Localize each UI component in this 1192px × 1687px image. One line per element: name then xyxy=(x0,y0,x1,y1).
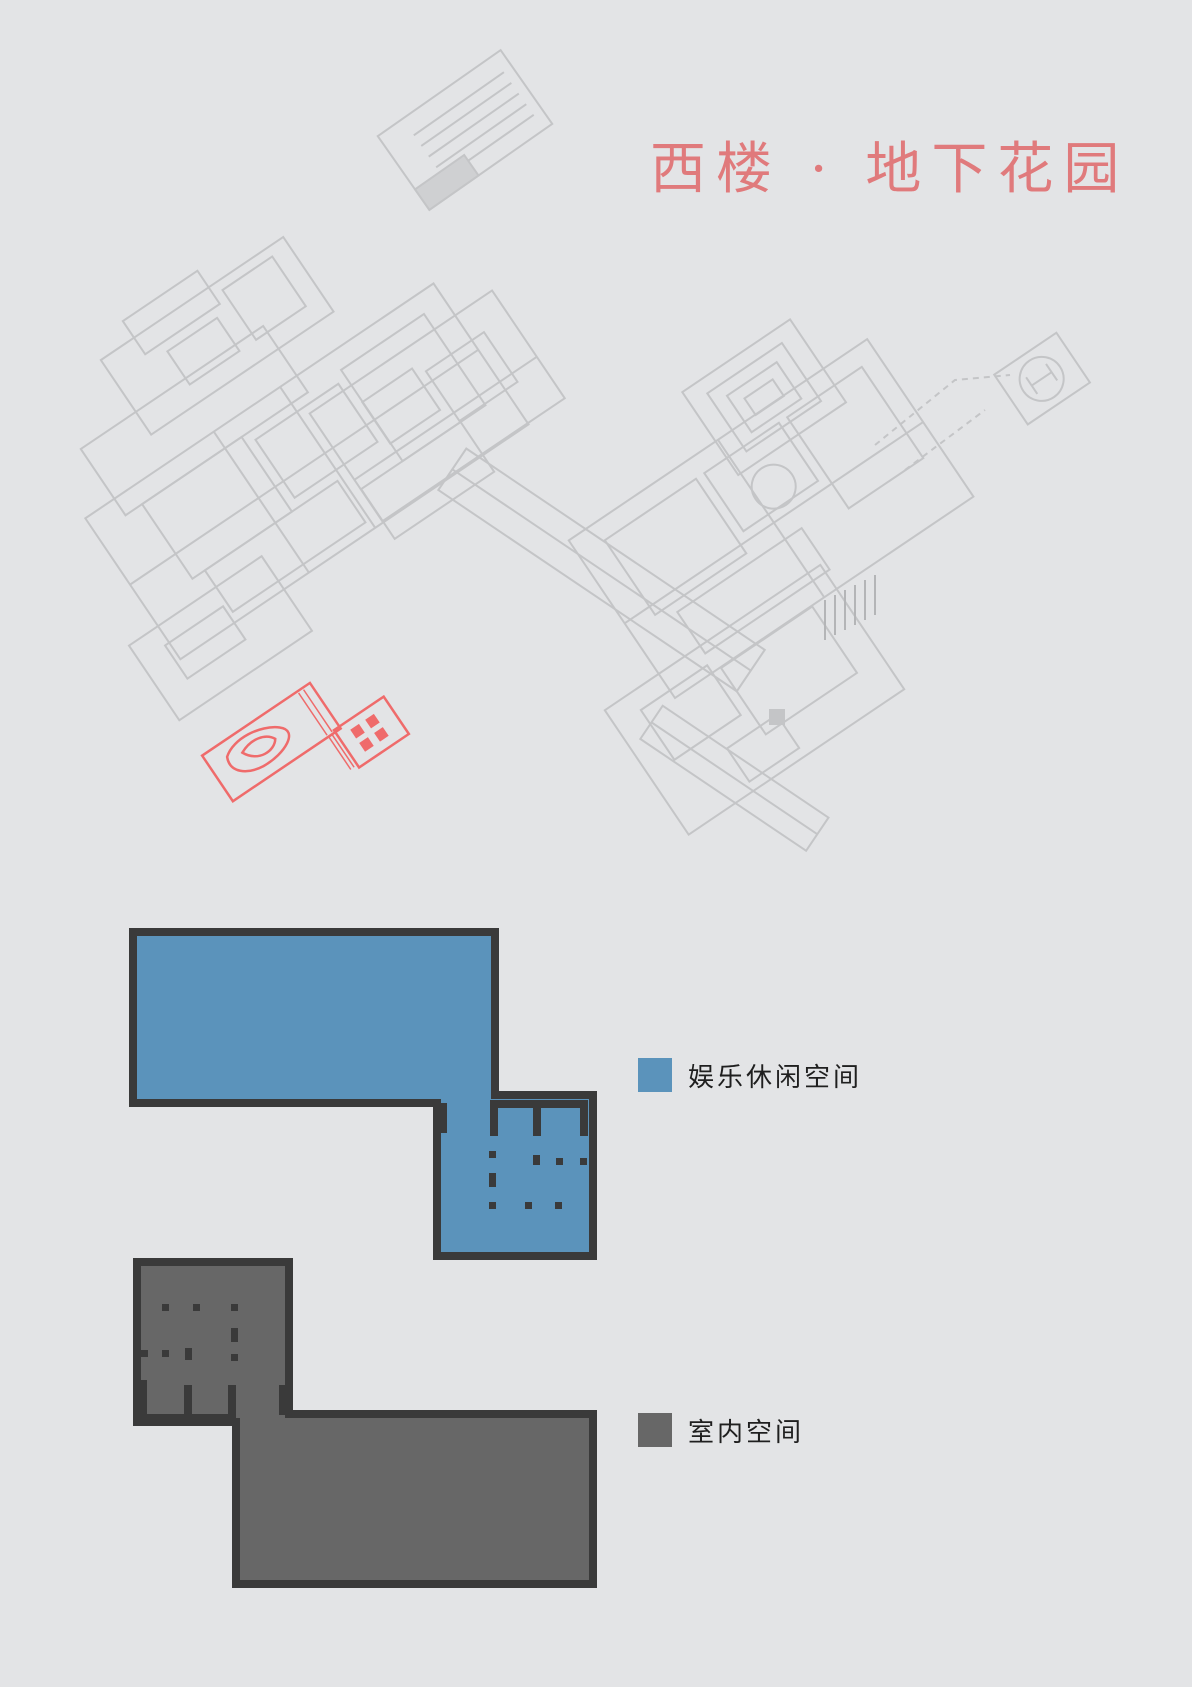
legend-item-indoor: 室内空间 xyxy=(638,1412,804,1448)
page-title: 西楼 · 地下花园 xyxy=(650,137,1130,202)
site-plan-linework xyxy=(79,48,1092,853)
space-type-block-plan xyxy=(129,928,597,1588)
legend-item-leisure: 娱乐休闲空间 xyxy=(638,1057,862,1093)
legend-label-indoor: 室内空间 xyxy=(688,1417,805,1448)
indoor-space-block xyxy=(133,1258,597,1588)
underground-garden-highlight xyxy=(200,681,411,803)
leisure-space-block xyxy=(129,928,597,1260)
blue-square-swatch xyxy=(638,1058,672,1092)
gray-square-swatch xyxy=(638,1413,672,1447)
legend-label-leisure: 娱乐休闲空间 xyxy=(688,1062,863,1093)
site-overview-plan xyxy=(79,48,1092,853)
